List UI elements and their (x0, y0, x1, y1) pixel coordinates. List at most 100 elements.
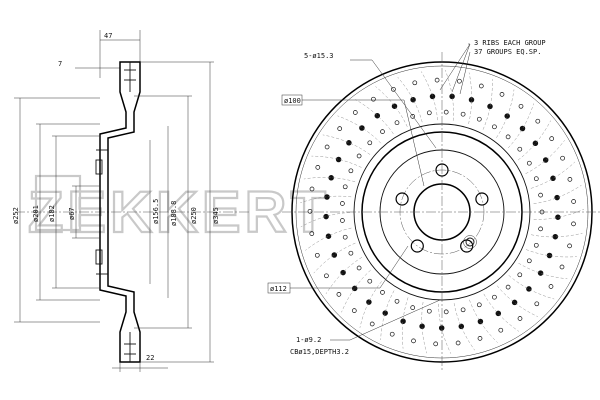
drill-hole (443, 309, 449, 315)
drill-hole (458, 323, 465, 330)
dim-d252: ø252 (12, 207, 20, 224)
drill-hole (331, 252, 338, 258)
vane-mark (359, 281, 382, 328)
vane-mark (517, 120, 551, 161)
drill-hole (539, 209, 545, 215)
drill-hole (549, 136, 555, 141)
vane-mark (421, 301, 427, 354)
side-dimension-lines (14, 61, 214, 372)
drill-hole (505, 134, 511, 140)
drill-hole (335, 156, 342, 163)
drill-hole (380, 129, 385, 134)
drill-hole (356, 265, 362, 271)
vane-mark (337, 115, 382, 144)
drill-hole (457, 78, 462, 84)
watermark-logo-icon (34, 174, 82, 232)
drill-hole (478, 83, 484, 89)
hub-dia-box (281, 94, 303, 106)
ribs-label-line2: 37 GROUPS EQ.SP. (474, 48, 541, 56)
drill-hole (517, 272, 523, 278)
dim-d67: ø67 (68, 207, 76, 220)
drill-hole (352, 110, 358, 115)
drill-hole (526, 258, 532, 264)
dim-22: 22 (146, 354, 154, 362)
drill-hole (537, 270, 544, 276)
vane-mark (530, 161, 576, 189)
dim-d182: ø182 (48, 205, 56, 222)
ribs-label-line1: 3 RIBS EACH GROUP (474, 39, 546, 47)
hole-spec-line2: CBø15,DEPTH3.2 (290, 348, 349, 356)
vane-mark (531, 233, 583, 238)
front-view: 5-ø15.3 3 RIBS EACH GROUP 37 GROUPS EQ.S… (267, 39, 600, 372)
vane-mark (375, 86, 408, 127)
drill-hole (538, 226, 543, 232)
drill-hole (504, 113, 510, 119)
drill-hole (394, 298, 400, 304)
vane-mark (525, 249, 577, 258)
vane-mark (438, 303, 452, 354)
drill-hole (315, 165, 321, 170)
drill-hole (533, 242, 539, 248)
vane-mark (311, 155, 362, 168)
drill-hole (438, 325, 445, 331)
pcd-dia-box (267, 282, 291, 294)
drill-hole (340, 218, 345, 223)
dim-d201: ø201 (32, 205, 40, 222)
dim-d188-8: ø188.8 (170, 201, 178, 226)
drill-hole (519, 125, 526, 132)
vane-mark (468, 72, 472, 124)
side-section-view: 47 7 22 ø252 ø201 ø182 ø67 ø156.5 ø188.8… (12, 30, 250, 372)
leader-lines (290, 43, 471, 341)
vane-mark (341, 269, 371, 313)
dim-d345: ø345 (212, 207, 220, 224)
drill-hole (410, 96, 416, 103)
vane-mark (445, 69, 454, 121)
drill-hole (342, 234, 348, 240)
drill-hole (571, 221, 576, 227)
bolt-hole (395, 192, 409, 206)
drill-hole (366, 299, 372, 305)
bolt-spec-label: 5-ø15.3 (304, 52, 334, 60)
vane-mark (322, 134, 371, 155)
drill-hole (554, 194, 560, 201)
drill-hole (534, 301, 540, 307)
drill-hole (517, 316, 523, 321)
drill-hole (346, 140, 352, 146)
vane-mark (325, 257, 363, 295)
drill-hole (487, 103, 493, 110)
drill-hole (559, 264, 565, 270)
dim-d250: ø250 (190, 207, 198, 224)
hub-dia-label: ø100 (284, 97, 301, 105)
vane-mark (355, 99, 394, 135)
drill-hole (550, 175, 556, 182)
drill-hole (307, 208, 313, 214)
drill-hole (518, 103, 524, 109)
drill-hole (314, 252, 320, 258)
watermark-logo-text: ZEKKERT (28, 180, 330, 245)
drill-hole (359, 125, 365, 131)
hole-spec-line1: 1-ø9.2 (296, 336, 321, 344)
vane-mark (525, 140, 565, 174)
vane-mark (496, 89, 515, 138)
drill-hole (351, 285, 358, 292)
vane-mark (305, 227, 352, 251)
drill-hole (499, 92, 505, 97)
drill-hole (412, 80, 418, 86)
bolt-hole (435, 163, 449, 177)
drill-hole (434, 77, 440, 83)
drill-hole (538, 192, 543, 198)
drill-hole (410, 305, 416, 310)
dim-d156-5: ø156.5 (152, 199, 160, 224)
drill-hole (526, 286, 532, 292)
drill-hole (492, 124, 497, 130)
vane-mark (300, 195, 352, 203)
drill-hole (555, 214, 561, 220)
drill-hole (367, 278, 373, 284)
drill-hole (460, 307, 466, 313)
drill-hole (498, 327, 504, 333)
drill-hole (492, 294, 497, 300)
drill-hole (567, 177, 573, 182)
drill-hole (382, 310, 388, 316)
drill-hole (389, 331, 395, 337)
